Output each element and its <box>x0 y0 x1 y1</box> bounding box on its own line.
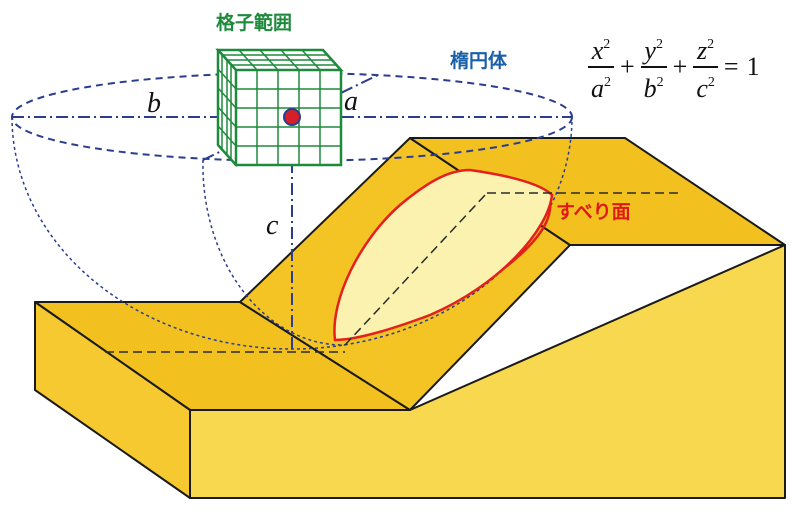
equation-term-x: x2 a2 <box>588 30 614 104</box>
equation-equals: = <box>723 52 739 81</box>
cube-top-grid <box>222 49 336 71</box>
ellipsoid-center-point <box>283 108 301 126</box>
axis-c-label: c <box>266 210 279 241</box>
axis-b-label: b <box>147 88 161 119</box>
equation-rhs: 1 <box>746 52 760 81</box>
grid-range-cube <box>215 48 344 167</box>
ellipsoid-label: 楕円体 <box>450 50 508 72</box>
ellipsoid-meridian <box>202 159 346 346</box>
equation-plus-1: + <box>620 52 635 81</box>
equation-term-z: z2 c2 <box>693 30 718 104</box>
grid-range-label: 格子範囲 <box>216 12 293 34</box>
ellipsoid-equation: x2 a2 + y2 b2 + z2 c2 = 1 <box>586 30 764 104</box>
equation-term-y: y2 b2 <box>640 30 667 104</box>
projection-slope-line <box>344 192 488 346</box>
projection-lines <box>105 192 680 353</box>
slip-surface-label: すべり面 <box>556 201 631 223</box>
front-face <box>189 244 786 499</box>
cube-outline <box>215 48 344 167</box>
equation-plus-2: + <box>672 52 688 81</box>
axis-a-label: a <box>344 86 358 117</box>
cube-side-grid <box>217 55 237 160</box>
